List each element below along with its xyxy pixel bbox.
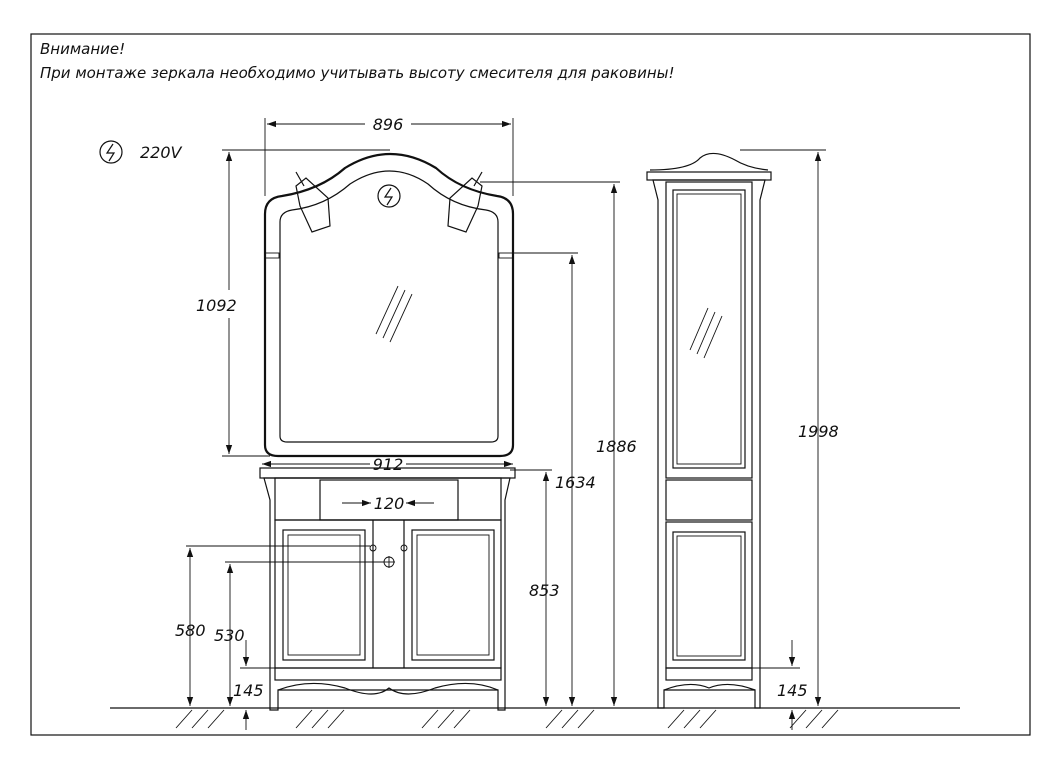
- dim-vanity-width: 912: [373, 455, 404, 474]
- lightning-icon: [99, 140, 123, 164]
- tall-cabinet: [646, 152, 772, 709]
- power-label: 220V: [140, 143, 183, 162]
- dim-mirror-width: 896: [373, 115, 404, 134]
- dim-mirror-height: 1092: [196, 296, 237, 315]
- glass-reflection-icon: [375, 285, 413, 343]
- right-lamp-icon: [447, 171, 483, 233]
- left-lamp-icon: [295, 171, 331, 233]
- glass-reflection-icon: [689, 307, 723, 359]
- floor: [110, 707, 960, 729]
- dim-vanity-height: 853: [529, 581, 560, 600]
- dim-cabinet-height: 1998: [798, 422, 839, 441]
- warning-text: При монтаже зеркала необходимо учитывать…: [40, 64, 675, 82]
- dim-faucet-spacing: 120: [374, 494, 405, 513]
- drawing-frame: [30, 33, 1031, 736]
- dim-hot-water-height: 580: [175, 621, 206, 640]
- lightning-icon: [377, 184, 401, 208]
- dim-cold-water-height: 530: [214, 626, 245, 645]
- warning-title: Внимание!: [40, 40, 126, 58]
- mirror: [263, 153, 515, 458]
- vanity: [259, 467, 516, 711]
- dim-mirror-bottom-height: 1634: [555, 473, 596, 492]
- dim-lamp-height: 1886: [596, 437, 637, 456]
- dim-vanity-leg-height: 145: [233, 681, 264, 700]
- dimension-lines: [186, 118, 826, 730]
- dim-cabinet-leg-height: 145: [777, 681, 808, 700]
